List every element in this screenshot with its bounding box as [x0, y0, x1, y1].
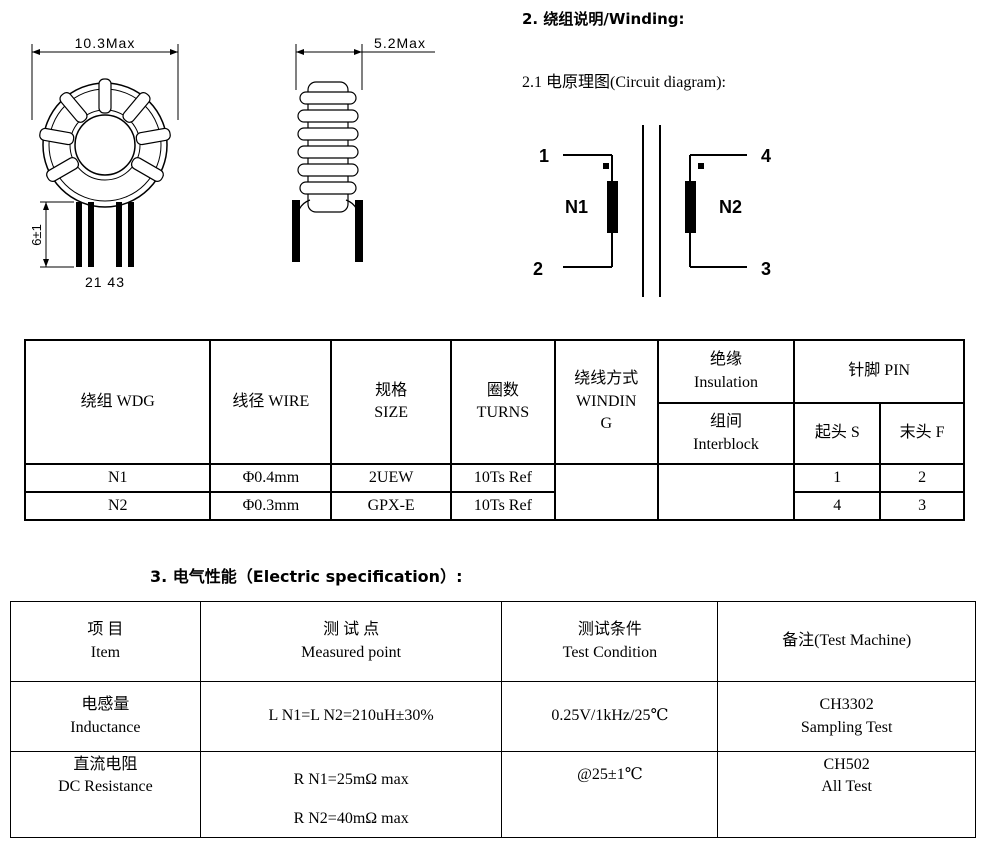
- pin-numbers-label: 21 43: [85, 274, 125, 290]
- circuit-diagram-heading: 2.1 电原理图(Circuit diagram):: [522, 74, 726, 91]
- inductance-condition: 0.25V/1kHz/25℃: [501, 681, 719, 752]
- header-insulation-cn: 绝缘: [710, 351, 743, 369]
- header-winding: 绕线方式 WINDIN G: [553, 339, 659, 465]
- dcr-item-cn: 直流电阻: [73, 756, 138, 773]
- header-size: 规格 SIZE: [330, 339, 452, 465]
- table-row: N2 Φ0.3mm GPX-E 10Ts Ref 4 3: [23, 491, 965, 521]
- header-insulation-en: Insulation: [694, 373, 759, 391]
- dcr-point-n1: R N1=25mΩ max: [293, 771, 409, 789]
- header-point-en: Measured point: [301, 643, 402, 661]
- lead-dimension-label: 6±1: [29, 224, 44, 246]
- winding-n2-label: N2: [719, 197, 742, 217]
- row1-finish: 2: [879, 463, 965, 493]
- circuit-diagram: 1 2 3 4 N1 N2: [533, 125, 771, 297]
- dcr-condition: @25±1℃: [501, 751, 719, 838]
- header-machine: 备注(Test Machine): [717, 601, 976, 682]
- header-winding-cn: 绕线方式: [574, 370, 639, 388]
- header-start: 起头 S: [793, 402, 882, 465]
- dcr-item: 直流电阻 DC Resistance: [10, 751, 201, 838]
- header-point-cn: 测 试 点: [323, 621, 380, 639]
- header-cond-cn: 测试条件: [577, 621, 642, 639]
- inductance-item-cn: 电感量: [81, 696, 130, 714]
- dcr-machine: CH502 All Test: [717, 751, 976, 838]
- header-finish: 末头 F: [879, 402, 965, 465]
- header-condition: 测试条件 Test Condition: [501, 601, 719, 682]
- side-dimension-label: 5.2Max: [374, 35, 426, 51]
- dcr-machine-model: CH502: [823, 756, 870, 773]
- pin-1-label: 1: [539, 146, 549, 166]
- table-row: 直流电阻 DC Resistance R N1=25mΩ max R N2=40…: [10, 751, 976, 838]
- inductance-machine-note: Sampling Test: [800, 718, 893, 736]
- inductance-machine: CH3302 Sampling Test: [717, 681, 976, 752]
- toroid-side-view-drawing: 5.2Max: [292, 35, 435, 262]
- dcr-point: R N1=25mΩ max R N2=40mΩ max: [199, 751, 503, 838]
- electric-section-heading: 3. 电气性能（Electric specification）:: [150, 567, 463, 586]
- header-wdg: 绕组 WDG: [23, 339, 212, 465]
- winding-section-heading: 2. 绕组说明/Winding:: [522, 10, 685, 28]
- table-row: 电感量 Inductance L N1=L N2=210uH±30% 0.25V…: [10, 681, 976, 752]
- header-point: 测 试 点 Measured point: [199, 601, 503, 682]
- row2-wire: Φ0.3mm: [209, 491, 333, 521]
- header-cond-en: Test Condition: [562, 643, 658, 661]
- row2-turns: 10Ts Ref: [450, 491, 556, 521]
- inductance-point: L N1=L N2=210uH±30%: [199, 681, 503, 752]
- header-winding-en1: WINDIN: [576, 392, 637, 410]
- dcr-point-n2: R N2=40mΩ max: [293, 809, 409, 827]
- row2-wdg: N2: [23, 491, 212, 521]
- row1-wdg: N1: [23, 463, 212, 493]
- winding-method-cell: [553, 463, 659, 521]
- row1-turns: 10Ts Ref: [450, 463, 556, 493]
- row2-start: 4: [793, 491, 882, 521]
- winding-table: 绕组 WDG 线径 WIRE 规格 SIZE 圈数 TURNS 绕线方式 WIN…: [23, 339, 965, 521]
- top-dimension-label: 10.3Max: [75, 35, 136, 51]
- header-turns-en: TURNS: [476, 404, 530, 421]
- header-turns-cn: 圈数: [486, 381, 519, 399]
- inductance-item: 电感量 Inductance: [10, 681, 201, 752]
- header-item-en: Item: [90, 643, 121, 661]
- header-interblock-cn: 组间: [710, 413, 743, 431]
- header-interblock: 组间 Interblock: [656, 402, 796, 465]
- header-winding-en2: G: [600, 415, 613, 433]
- header-size-en: SIZE: [374, 404, 409, 421]
- row1-start: 1: [793, 463, 882, 493]
- dcr-machine-note: All Test: [821, 778, 872, 796]
- header-item: 项 目 Item: [10, 601, 201, 682]
- interblock-cell: [656, 463, 796, 521]
- pin-3-label: 3: [761, 259, 771, 279]
- row2-size: GPX-E: [330, 491, 452, 521]
- pin-4-label: 4: [761, 146, 771, 166]
- pin-2-label: 2: [533, 259, 543, 279]
- inductance-machine-model: CH3302: [819, 696, 874, 714]
- header-interblock-en: Interblock: [693, 435, 759, 453]
- winding-n1-label: N1: [565, 197, 588, 217]
- row2-finish: 3: [879, 491, 965, 521]
- row1-wire: Φ0.4mm: [209, 463, 333, 493]
- electric-spec-table: 项 目 Item 测 试 点 Measured point 测试条件 Test …: [10, 601, 976, 838]
- row1-size: 2UEW: [330, 463, 452, 493]
- header-insulation: 绝缘 Insulation: [656, 339, 796, 404]
- header-pin: 针脚 PIN: [793, 339, 965, 404]
- table-row: N1 Φ0.4mm 2UEW 10Ts Ref 1 2: [23, 463, 965, 521]
- dcr-item-en: DC Resistance: [58, 778, 153, 796]
- toroid-top-view-drawing: 10.3Max 6±1 21 43: [29, 35, 179, 290]
- header-wire: 线径 WIRE: [209, 339, 333, 465]
- header-item-cn: 项 目: [87, 621, 124, 639]
- header-size-cn: 规格: [375, 381, 408, 399]
- inductance-item-en: Inductance: [70, 718, 141, 736]
- header-turns: 圈数 TURNS: [450, 339, 556, 465]
